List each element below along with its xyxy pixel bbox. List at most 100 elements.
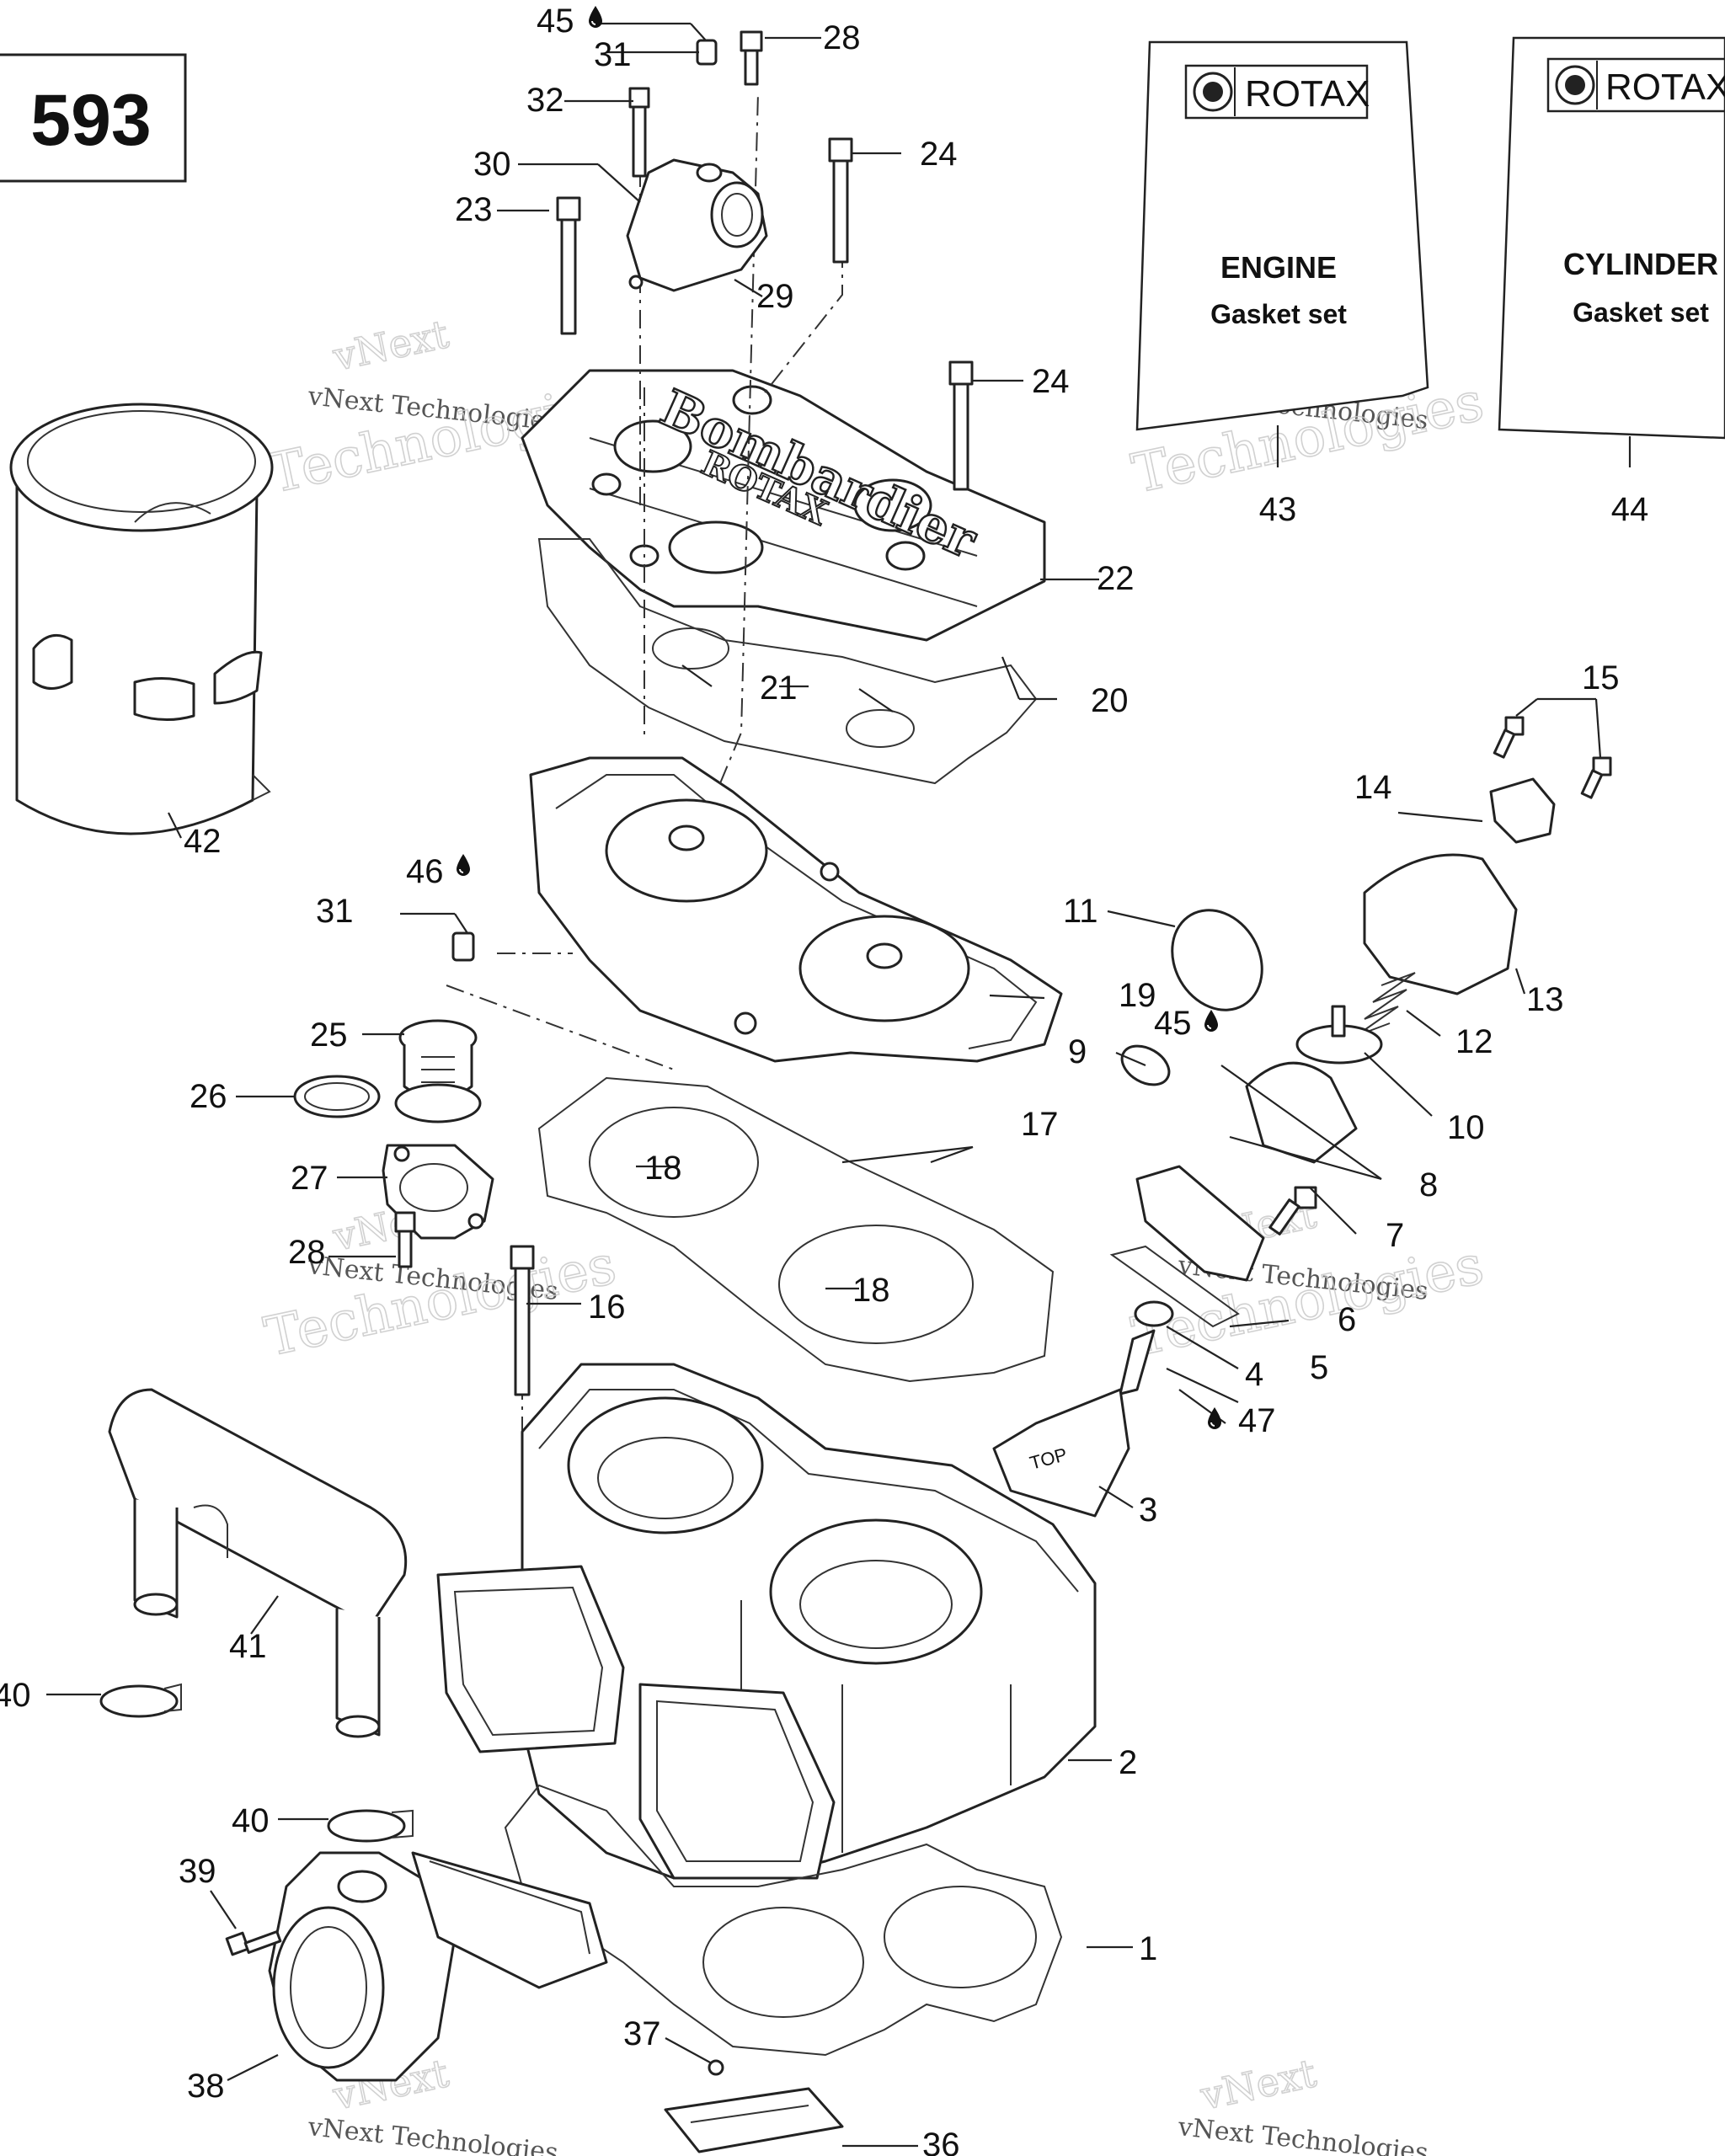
kit-subtitle: Gasket set — [1210, 299, 1347, 329]
watermark-brand: vNext — [1196, 2050, 1321, 2119]
o-ring — [778, 1225, 974, 1344]
hose-clamp — [327, 1809, 414, 1843]
callout-43: 43 — [1259, 491, 1297, 528]
rotax-logo: ROTAX — [1245, 73, 1370, 115]
callout-40: 40 — [0, 1677, 31, 1714]
callout-27: 27 — [291, 1160, 328, 1197]
valve-bellows — [1245, 1061, 1358, 1164]
engine-gasket-set-card: ROTAX ENGINE Gasket set 43 — [1135, 40, 1429, 528]
callout-9: 9 — [1068, 1033, 1087, 1070]
callout-25: 25 — [310, 1017, 348, 1054]
callout-39: 39 — [179, 1853, 216, 1890]
callout-32: 32 — [526, 82, 564, 119]
head-cover-gasket — [537, 538, 1038, 785]
callout-2: 2 — [1119, 1744, 1137, 1781]
oil-drop-icon — [1207, 1406, 1222, 1430]
callout-38: 38 — [187, 2068, 225, 2105]
callout-12: 12 — [1455, 1023, 1493, 1060]
callout-26: 26 — [190, 1078, 227, 1115]
callout-4: 4 — [1245, 1356, 1263, 1393]
callout-40: 40 — [232, 1802, 270, 1839]
callout-7: 7 — [1386, 1217, 1404, 1254]
callout-28: 28 — [288, 1234, 326, 1271]
cylinder-sleeve — [9, 403, 274, 835]
valve-gasket — [1109, 1245, 1240, 1328]
rotax-logo: ROTAX — [1605, 67, 1725, 108]
exhaust-valve-cap-nut — [1489, 777, 1556, 844]
callout-13: 13 — [1526, 981, 1564, 1018]
valve-piston — [1295, 1005, 1383, 1065]
watermark-brand: vNext — [328, 311, 453, 380]
watermark-small: vNext Technologies — [306, 2112, 559, 2156]
reed-valve-insert — [664, 2059, 844, 2153]
bolt — [696, 39, 718, 66]
callout-6: 6 — [1338, 1301, 1356, 1338]
callout-31: 31 — [594, 36, 632, 73]
bolt — [828, 137, 853, 264]
callout-16: 16 — [588, 1289, 626, 1326]
o-ring — [589, 1107, 759, 1218]
callout-45: 45 — [537, 3, 574, 40]
stud — [510, 1245, 535, 1396]
callout-23: 23 — [455, 191, 493, 228]
callout-3: 3 — [1139, 1492, 1157, 1529]
thermostat — [394, 1019, 482, 1123]
oil-drop-icon — [588, 5, 603, 29]
bolt — [225, 1930, 282, 1956]
callout-36: 36 — [922, 2127, 960, 2156]
callout-15: 15 — [1582, 659, 1620, 696]
bolt — [556, 196, 581, 335]
o-ring — [1171, 909, 1263, 1011]
callout-45: 45 — [1154, 1005, 1192, 1042]
bolt — [394, 1211, 416, 1268]
callout-14: 14 — [1354, 769, 1392, 806]
callout-24: 24 — [920, 136, 958, 173]
callout-31: 31 — [316, 893, 354, 930]
callout-1: 1 — [1139, 1930, 1157, 1967]
screw — [1580, 756, 1612, 799]
carburetor-socket — [268, 1851, 608, 2082]
cylinder-head — [529, 756, 1063, 1063]
oil-drop-icon — [456, 853, 471, 877]
callout-37: 37 — [623, 2015, 661, 2052]
callout-11: 11 — [1063, 893, 1098, 930]
kit-title: CYLINDER — [1563, 247, 1718, 281]
callout-28: 28 — [823, 19, 861, 56]
callout-21: 21 — [760, 670, 798, 707]
callout-18: 18 — [852, 1272, 890, 1309]
kit-subtitle: Gasket set — [1573, 297, 1709, 328]
crankcase-gasket — [504, 1784, 1063, 2057]
callout-29: 29 — [756, 278, 794, 315]
callout-leaders — [46, 22, 1602, 2148]
callout-41: 41 — [229, 1628, 267, 1665]
hose-clamp — [99, 1683, 182, 1718]
bolt — [1268, 1186, 1317, 1235]
callout-17: 17 — [1021, 1106, 1059, 1143]
callout-30: 30 — [473, 146, 511, 183]
exhaust-manifold — [108, 1388, 408, 1738]
callout-8: 8 — [1419, 1166, 1438, 1203]
callout-20: 20 — [1091, 682, 1129, 719]
callout-44: 44 — [1611, 491, 1649, 528]
callout-42: 42 — [184, 823, 222, 860]
water-outlet — [626, 158, 768, 292]
callout-24: 24 — [1032, 363, 1070, 400]
thermostat-gasket — [293, 1075, 381, 1118]
callout-47: 47 — [1238, 1402, 1276, 1439]
cylinder-gasket-set-card: ROTAX CYLINDER Gasket set 44 — [1498, 36, 1725, 528]
bolt — [740, 30, 763, 86]
exhaust-valve: TOP — [992, 1329, 1156, 1518]
page-number-box: 593 — [0, 53, 187, 183]
callout-19: 19 — [1119, 977, 1156, 1014]
valve-washer — [1134, 1300, 1174, 1327]
callout-18: 18 — [644, 1150, 682, 1187]
callout-labels: 1 2 3 4 5 6 7 8 9 10 11 12 13 14 15 16 1… — [0, 3, 1620, 2156]
callout-10: 10 — [1447, 1109, 1485, 1146]
screw — [1493, 716, 1525, 759]
callout-46: 46 — [406, 853, 444, 890]
callout-22: 22 — [1097, 560, 1135, 597]
callout-5: 5 — [1310, 1349, 1328, 1386]
watermark-small: vNext Technologies — [1176, 2112, 1429, 2156]
oil-drop-icon — [1204, 1009, 1219, 1033]
